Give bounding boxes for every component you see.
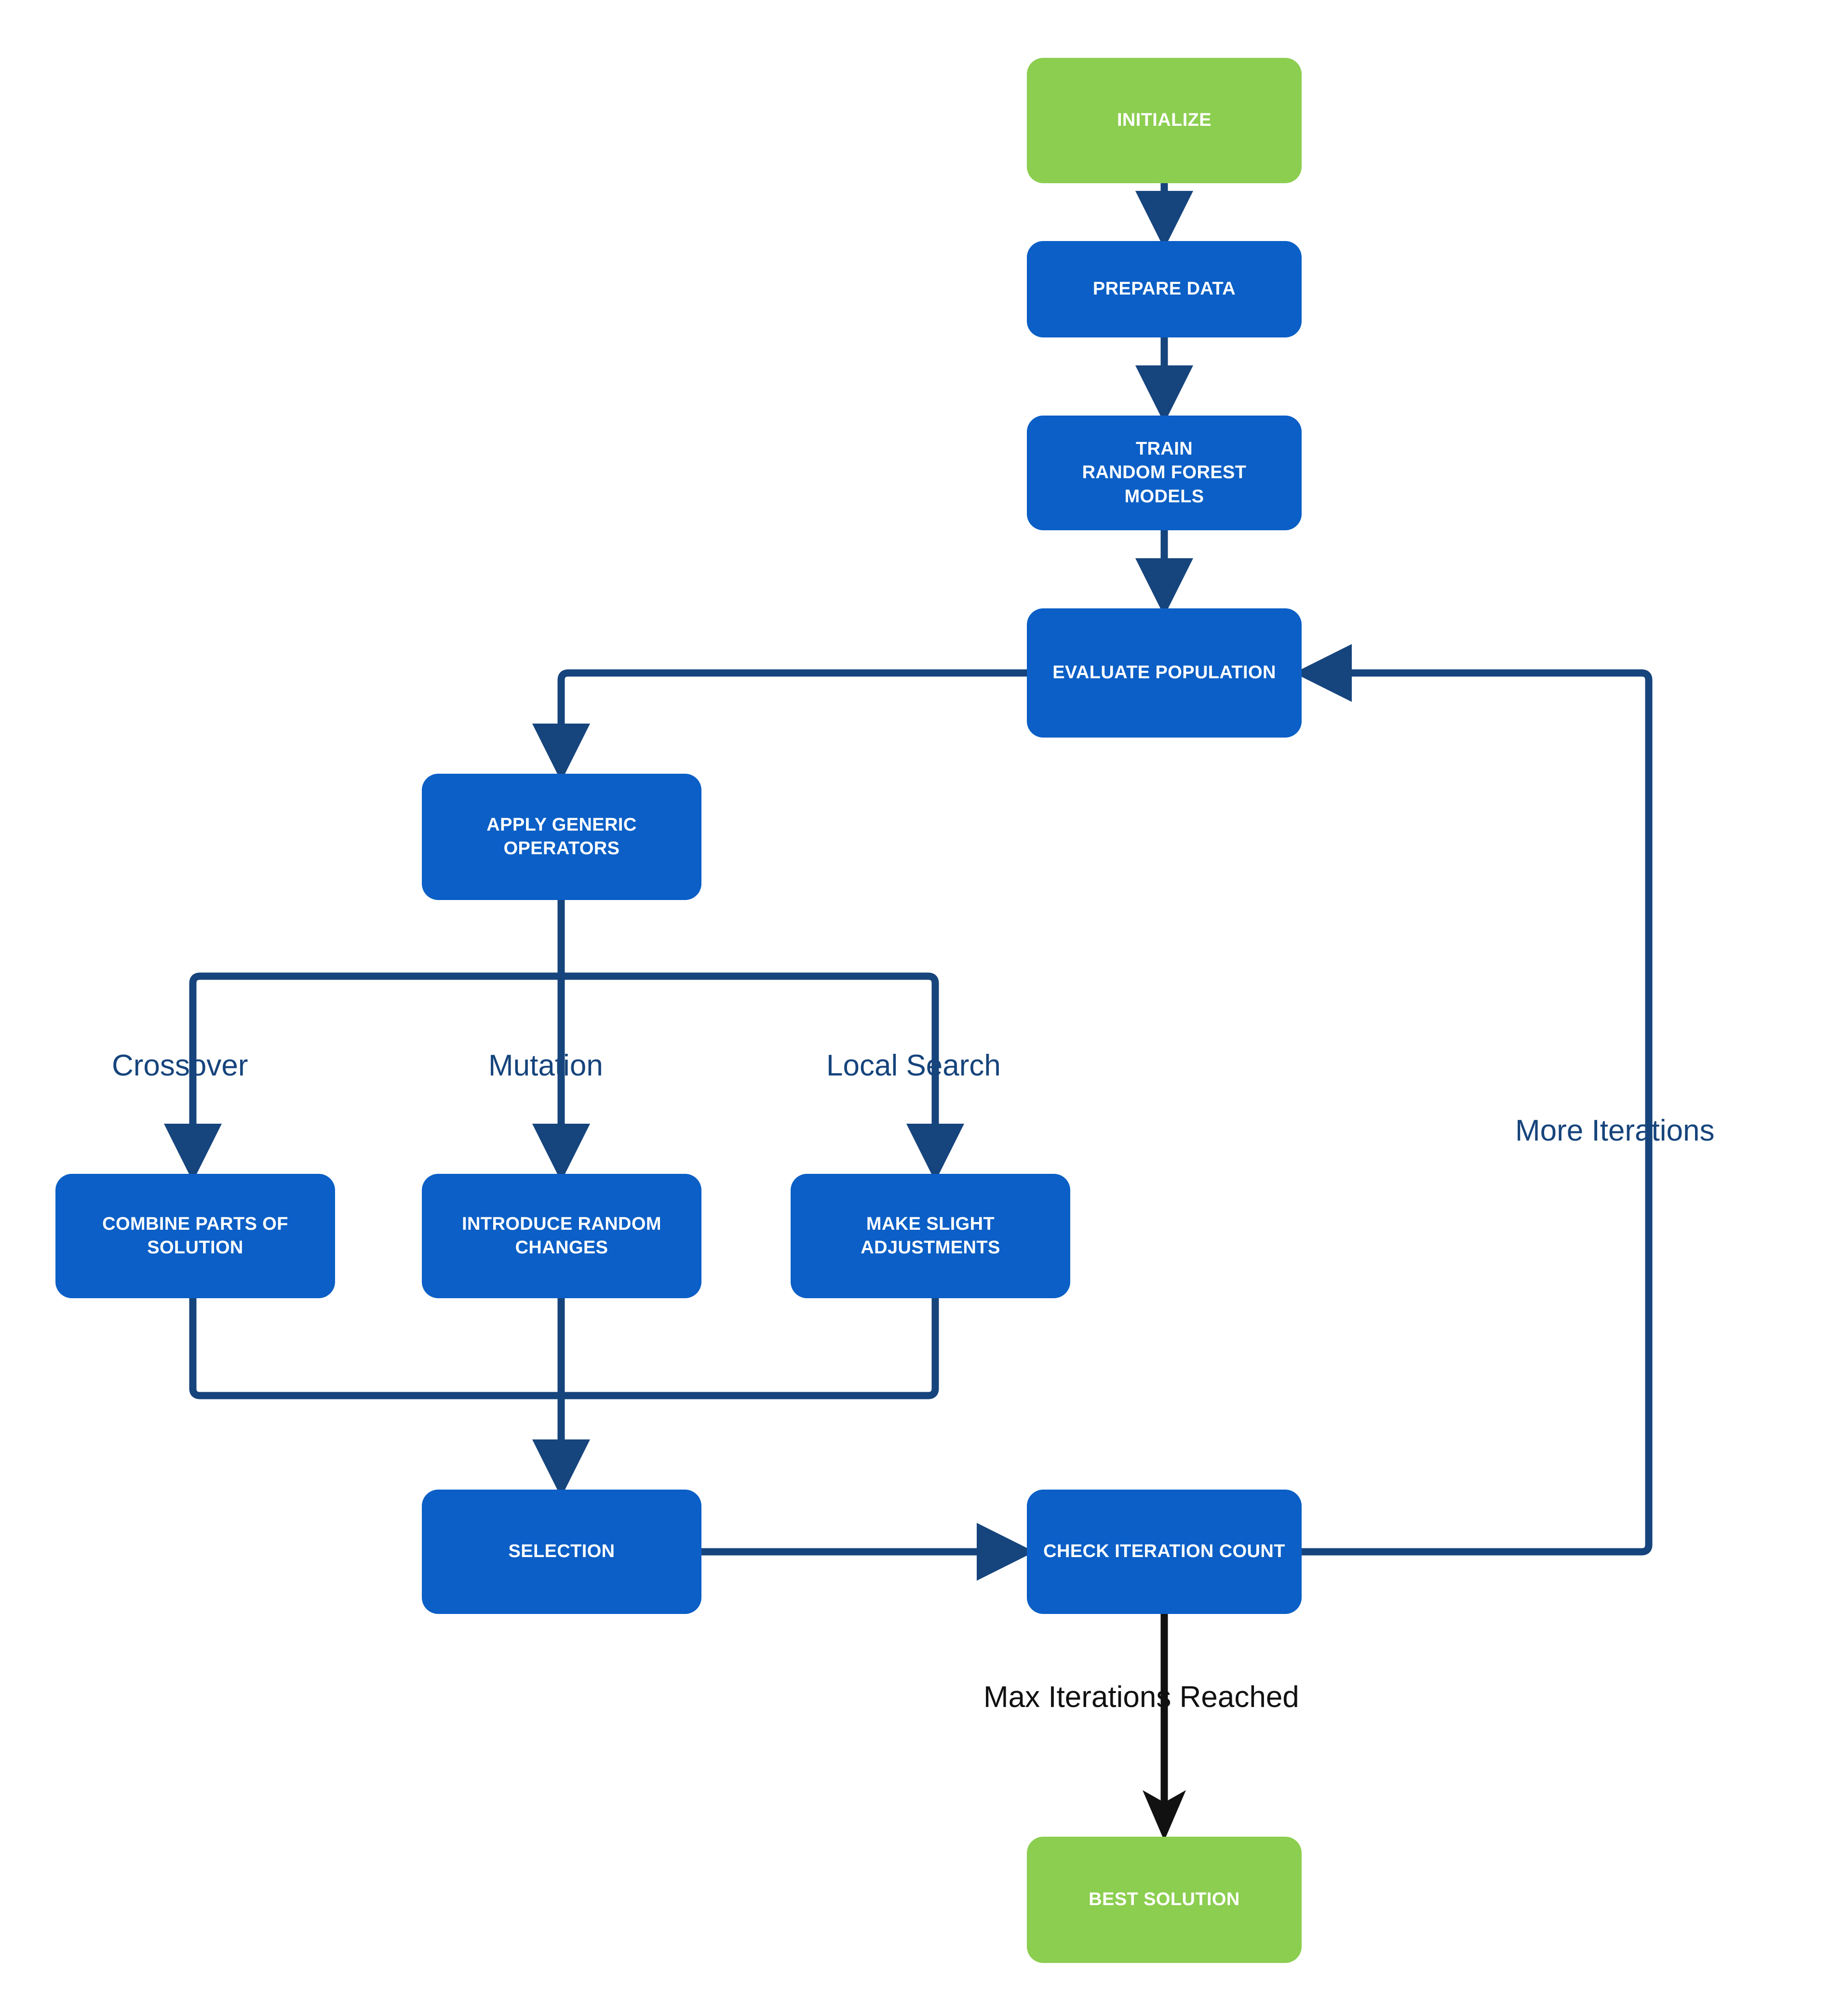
edge-label-mutation: Mutation — [488, 1049, 603, 1082]
edge-label-crossover: Crossover — [112, 1049, 248, 1082]
edge-check-iteration-to-evaluate-population — [1294, 644, 1653, 1556]
edge-merge-left — [189, 1298, 201, 1399]
node-make-slight-adjustments-label: MAKE SLIGHT ADJUSTMENTS — [861, 1213, 1000, 1258]
node-introduce-random-changes-label: INTRODUCE RANDOM CHANGES — [462, 1213, 661, 1258]
node-apply-generic-operators-label: APPLY GENERIC OPERATORS — [486, 814, 637, 859]
node-prepare-data-label: PREPARE DATA — [1092, 279, 1236, 299]
node-prepare-data[interactable]: PREPARE DATA — [1027, 241, 1302, 337]
node-best-solution[interactable]: BEST SOLUTION — [1027, 1837, 1302, 1963]
node-check-iteration-count-label: CHECK ITERATION COUNT — [1043, 1541, 1285, 1562]
node-initialize-label: INITIALIZE — [1117, 110, 1212, 131]
node-initialize[interactable]: INITIALIZE — [1027, 58, 1302, 183]
edge-label-more-iterations: More Iterations — [1515, 1114, 1715, 1147]
node-check-iteration-count[interactable]: CHECK ITERATION COUNT — [1027, 1490, 1302, 1614]
edge-label-max-iterations-reached: Max Iterations Reached — [983, 1680, 1299, 1714]
edge-branch-left-crossover — [164, 972, 222, 1182]
node-selection[interactable]: SELECTION — [422, 1490, 701, 1614]
node-train-random-forest-models[interactable]: TRAIN RANDOM FOREST MODELS — [1027, 416, 1302, 530]
edge-branch-right-local-search — [906, 972, 964, 1182]
node-introduce-random-changes[interactable]: INTRODUCE RANDOM CHANGES — [422, 1174, 701, 1298]
node-best-solution-label: BEST SOLUTION — [1089, 1889, 1240, 1910]
node-combine-parts-of-solution-label: COMBINE PARTS OF SOLUTION — [102, 1213, 288, 1258]
edge-merge-right — [928, 1298, 939, 1399]
node-evaluate-population-label: EVALUATE POPULATION — [1052, 662, 1276, 683]
edge-label-local-search: Local Search — [826, 1049, 1001, 1082]
node-make-slight-adjustments[interactable]: MAKE SLIGHT ADJUSTMENTS — [791, 1174, 1070, 1298]
node-apply-generic-operators[interactable]: APPLY GENERIC OPERATORS — [422, 774, 701, 900]
node-evaluate-population[interactable]: EVALUATE POPULATION — [1027, 608, 1302, 738]
edge-evaluate-population-to-apply-operators — [532, 669, 1027, 781]
node-selection-label: SELECTION — [508, 1541, 615, 1562]
node-train-random-forest-models-label: TRAIN RANDOM FOREST MODELS — [1082, 438, 1247, 507]
node-combine-parts-of-solution[interactable]: COMBINE PARTS OF SOLUTION — [55, 1174, 335, 1298]
